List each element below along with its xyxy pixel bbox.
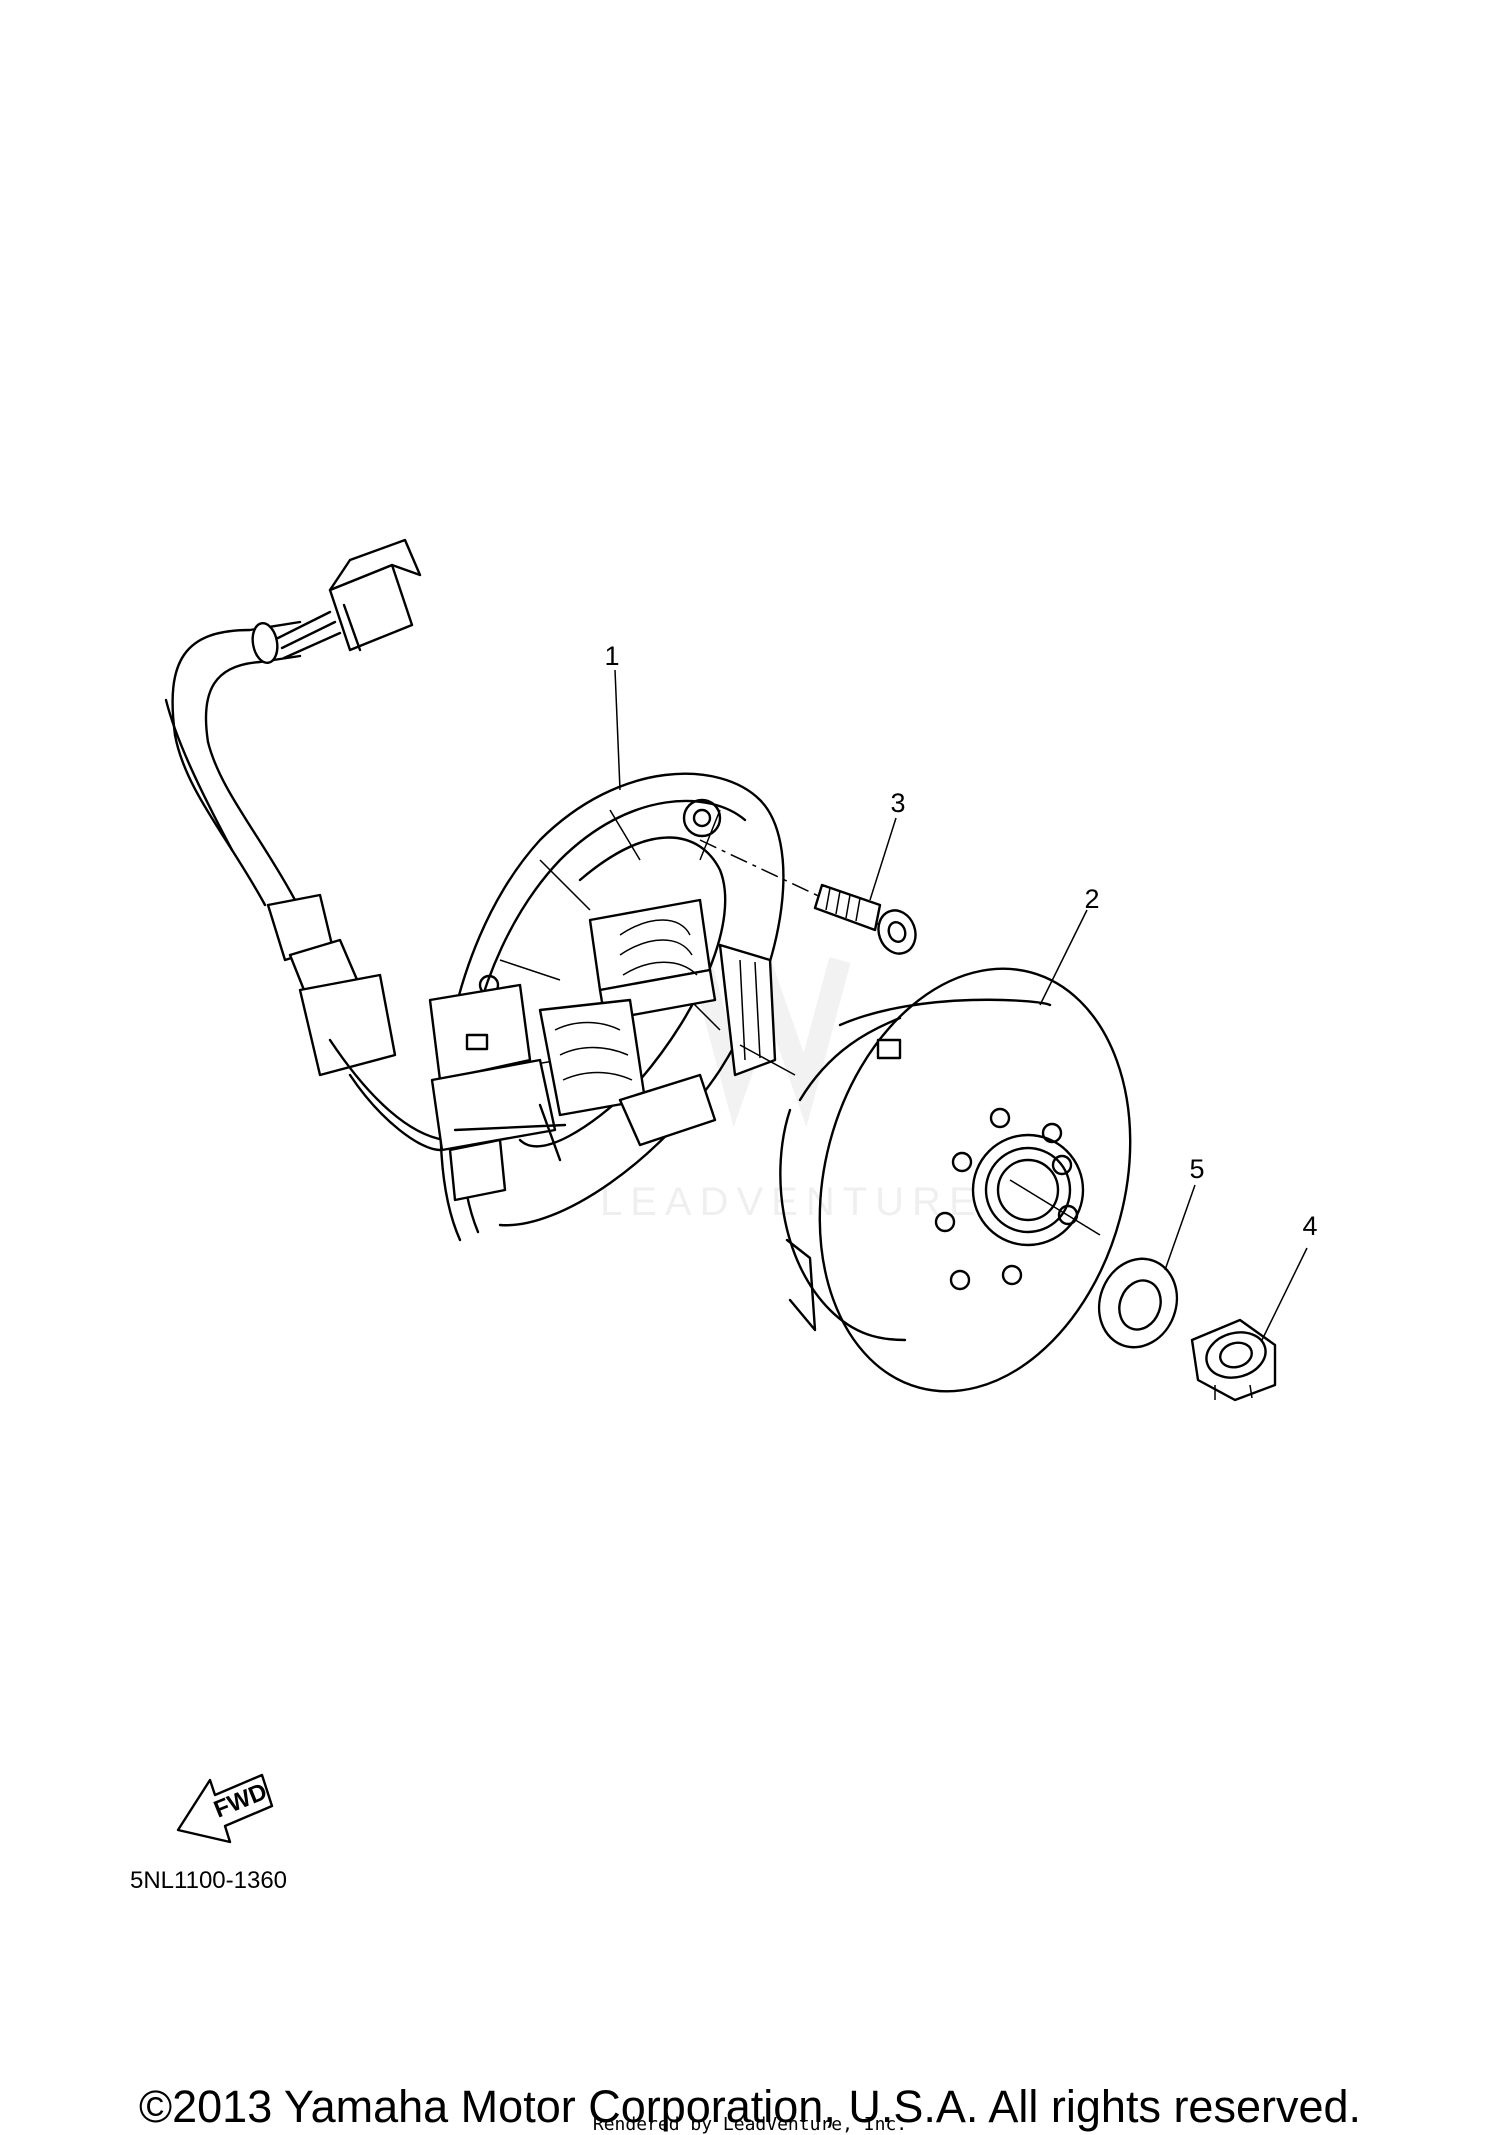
callout-leaders [614, 669, 1308, 1341]
washer [1097, 1257, 1179, 1349]
fwd-arrow-icon: FWD [176, 1773, 274, 1844]
assembly-axis-line [739, 1044, 796, 1076]
callout-4: 4 [1302, 1211, 1317, 1241]
watermark-text: LEADVENTURE [600, 1180, 984, 1224]
flywheel-rotor [779, 967, 1132, 1393]
callout-2: 2 [1084, 884, 1099, 914]
rendered-by-note: Rendered by LeadVenture, Inc. [592, 2114, 908, 2135]
copyright-notice: ©2013 Yamaha Motor Corporation, U.S.A. A… [138, 2081, 1362, 2132]
stator-assembly [428, 772, 785, 1242]
callout-3: 3 [890, 788, 905, 818]
part-code: 5NL1100-1360 [130, 1867, 287, 1894]
callout-5: 5 [1189, 1154, 1204, 1184]
bolt [699, 839, 917, 955]
callout-1: 1 [604, 641, 619, 671]
flange-nut [1190, 1318, 1277, 1402]
wire-harness [164, 538, 447, 1152]
